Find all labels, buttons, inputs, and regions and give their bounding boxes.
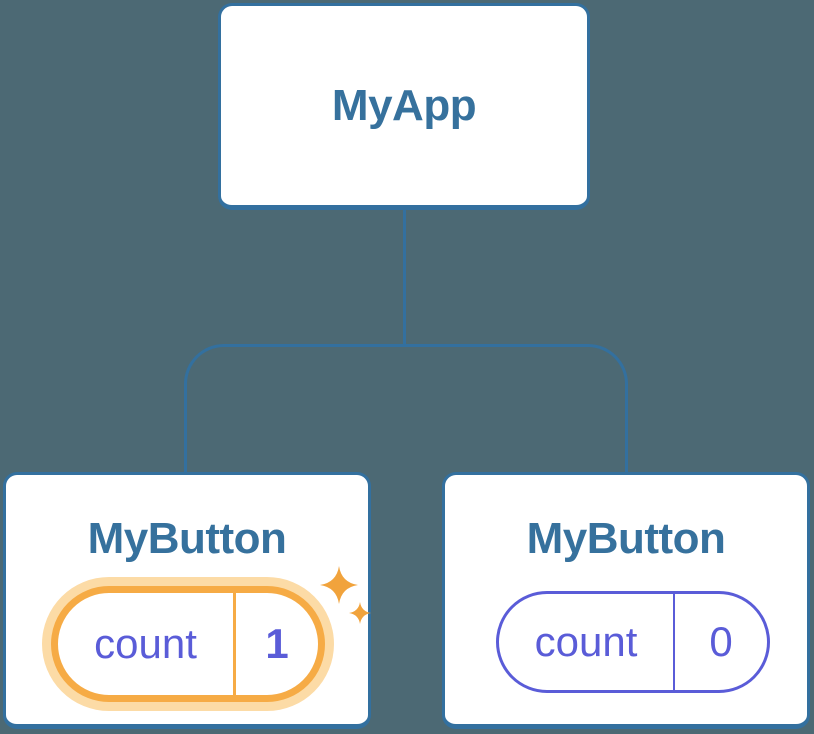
child-node-label: MyButton bbox=[526, 514, 726, 563]
state-pill-highlighted: count 1 bbox=[51, 586, 325, 702]
component-node-mybutton-left: MyButton count 1 bbox=[3, 472, 371, 729]
state-value: 0 bbox=[709, 618, 733, 665]
state-pill: count 0 bbox=[496, 591, 770, 693]
connector-branch bbox=[184, 344, 628, 472]
connector-root-stem bbox=[403, 210, 406, 345]
root-node-label: MyApp bbox=[331, 80, 477, 130]
pill-divider bbox=[673, 594, 675, 690]
component-node-mybutton-right: MyButton count 0 bbox=[442, 472, 810, 729]
sparkle-icon bbox=[320, 566, 371, 624]
component-node-root: MyApp bbox=[218, 3, 590, 210]
pill-divider bbox=[233, 593, 236, 695]
state-key-label: count bbox=[534, 618, 638, 665]
state-key-label: count bbox=[94, 620, 197, 667]
child-node-label: MyButton bbox=[87, 514, 287, 563]
state-value: 1 bbox=[265, 620, 289, 667]
